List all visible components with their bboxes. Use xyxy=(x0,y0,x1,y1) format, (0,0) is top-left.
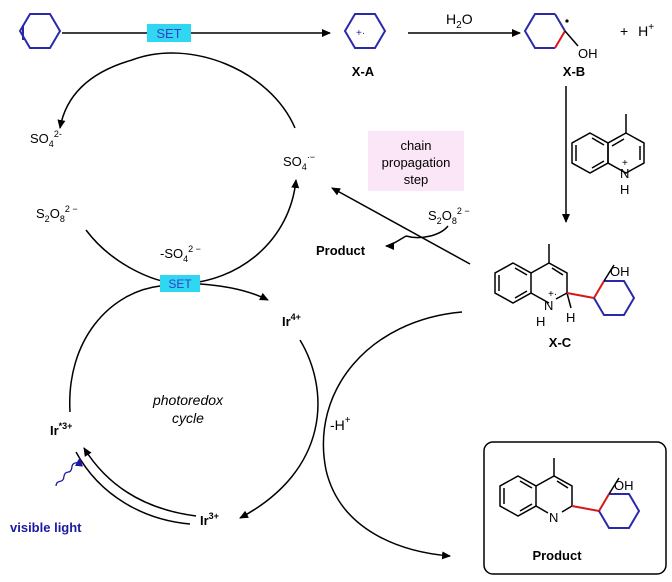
ir3-label: Ir3+ xyxy=(200,511,219,528)
chain-propagation-box xyxy=(368,131,464,191)
plus-h: + H+ xyxy=(620,22,654,39)
set-label-top: SET xyxy=(156,26,181,41)
photoredox-line-2: cycle xyxy=(172,410,204,426)
ir-excited-to-set-arc xyxy=(69,285,161,413)
minus-so4: -SO42 − xyxy=(160,244,201,264)
ir3-to-excited-arc-a xyxy=(83,447,197,517)
product-oh: OH xyxy=(614,478,634,493)
chain-line-2: propagation xyxy=(382,155,451,170)
visible-light-wave xyxy=(55,457,84,487)
ir4-label: Ir4+ xyxy=(282,312,301,329)
product-box-label: Product xyxy=(532,548,582,563)
product-n: N xyxy=(549,510,558,525)
xc-ch-bond xyxy=(566,292,572,309)
xb-radical xyxy=(523,13,579,49)
visible-light-label: visible light xyxy=(10,520,82,535)
h2o-label: H2O xyxy=(446,11,473,31)
cyclohexene xyxy=(18,13,62,49)
xc-cyclohexyl xyxy=(593,264,636,316)
chain-line-3: step xyxy=(404,172,429,187)
xc-red-bond xyxy=(566,292,595,299)
chain-line-1: chain xyxy=(400,138,431,153)
product-chain-arrow xyxy=(385,235,407,250)
xc-nh: H xyxy=(536,314,545,329)
chain-cycle-top-arc xyxy=(131,52,296,129)
so4-left: SO42- xyxy=(30,129,62,149)
s2o8-left: S2O82 − xyxy=(36,204,78,224)
product-molecule xyxy=(499,458,573,517)
xa-label: X-A xyxy=(352,64,375,79)
lepidinium-plus: + xyxy=(622,158,628,169)
chain-cycle-right-arc xyxy=(179,179,300,285)
xc-label: X-C xyxy=(549,335,572,350)
lepidinium-h: H xyxy=(620,182,629,197)
xb-oh: OH xyxy=(578,46,598,61)
xc-charge: +· xyxy=(548,289,557,300)
xc-h: H xyxy=(566,310,575,325)
photoredox-line-1: photoredox xyxy=(152,392,224,408)
deprotonation-arc xyxy=(322,311,463,560)
set-box-mid xyxy=(160,275,200,292)
s2o8-right: S2O82 − xyxy=(428,206,470,226)
ir4-to-ir3-arc xyxy=(239,339,319,519)
ir-excited-label: Ir*3+ xyxy=(50,421,72,438)
xc-oh: OH xyxy=(610,264,630,279)
ir3-to-excited-arc-b xyxy=(75,451,191,525)
xc-adduct xyxy=(494,244,568,304)
chain-step-arrow xyxy=(331,187,471,265)
chain-cycle-left-arc xyxy=(57,59,133,129)
xb-label: X-B xyxy=(563,64,585,79)
xc-n: N xyxy=(544,298,553,313)
set-label-mid: SET xyxy=(168,277,192,291)
xb-radical-dot xyxy=(565,19,569,23)
s2o8-curve xyxy=(405,225,449,239)
xa-charge: +· xyxy=(356,28,365,39)
product-red-bond xyxy=(571,505,600,512)
lepidinium-n: N xyxy=(620,166,629,181)
set-box-top xyxy=(147,24,191,42)
product-box xyxy=(483,441,667,575)
set-to-ir4-arrow xyxy=(199,283,269,301)
lepidinium-cation xyxy=(571,114,645,174)
product-chain: Product xyxy=(316,243,366,258)
xa-radical-cation xyxy=(343,13,387,49)
minus-h-label: -H+ xyxy=(330,415,351,433)
product-cyclohexyl xyxy=(598,477,641,529)
so4-radical: SO4·− xyxy=(283,152,315,172)
